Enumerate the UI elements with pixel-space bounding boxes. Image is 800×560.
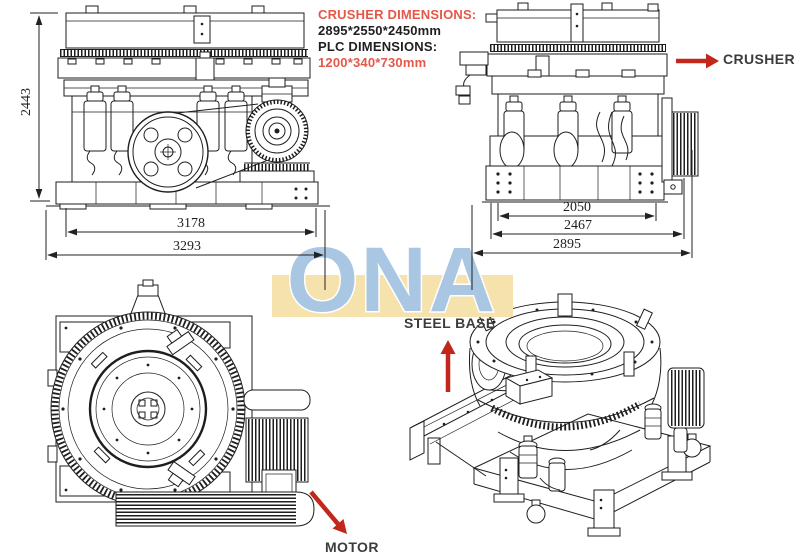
dim-side-width-mid: 2467 xyxy=(564,218,592,233)
motor-arrow-icon xyxy=(309,490,347,534)
side-view-drawing xyxy=(455,2,699,203)
side-cylinders xyxy=(499,95,633,169)
dim-side-width-inner: 2050 xyxy=(563,200,591,215)
spec-block: CRUSHER DIMENSIONS: 2895*2550*2450mm PLC… xyxy=(318,7,476,71)
crusher-callout-label: CRUSHER xyxy=(723,51,796,67)
top-view-drawing xyxy=(47,279,315,527)
plc-dimensions-label: PLC DIMENSIONS: xyxy=(318,39,438,54)
callout-arrows xyxy=(309,53,719,534)
steel-base-arrow-icon xyxy=(440,340,456,392)
watermark: ONA xyxy=(272,228,513,333)
top-motor xyxy=(243,389,311,497)
front-motor xyxy=(239,77,315,183)
top-gear-wheel xyxy=(50,311,246,507)
steel-base-callout-label: STEEL BASE xyxy=(404,315,496,331)
iso-cylinders xyxy=(518,403,702,524)
front-cylinders xyxy=(83,85,248,176)
dim-front-height: 2443 xyxy=(19,88,34,116)
watermark-text: ONA xyxy=(287,229,497,331)
dimension-lines: 2443 3178 3293 2050 2467 2895 xyxy=(19,12,693,290)
front-flywheel xyxy=(127,111,209,193)
side-pulley xyxy=(661,97,699,195)
isometric-view-drawing xyxy=(409,293,712,537)
iso-pulley xyxy=(667,367,705,429)
dim-front-width-outer: 3293 xyxy=(173,239,201,254)
motor-callout-label: MOTOR xyxy=(325,539,379,555)
top-belt-guard xyxy=(115,491,315,527)
crusher-arrow-icon xyxy=(676,53,719,69)
plc-dimensions-value: 1200*340*730mm xyxy=(318,55,427,70)
front-view-drawing xyxy=(46,5,330,210)
crusher-dimensions-label: CRUSHER DIMENSIONS: xyxy=(318,7,477,22)
dim-side-width-outer: 2895 xyxy=(553,237,581,252)
crusher-dimensions-value: 2895*2550*2450mm xyxy=(318,23,442,38)
iso-plc-box xyxy=(504,369,554,405)
watermark-box xyxy=(272,275,513,317)
dim-front-width-inner: 3178 xyxy=(177,216,205,231)
